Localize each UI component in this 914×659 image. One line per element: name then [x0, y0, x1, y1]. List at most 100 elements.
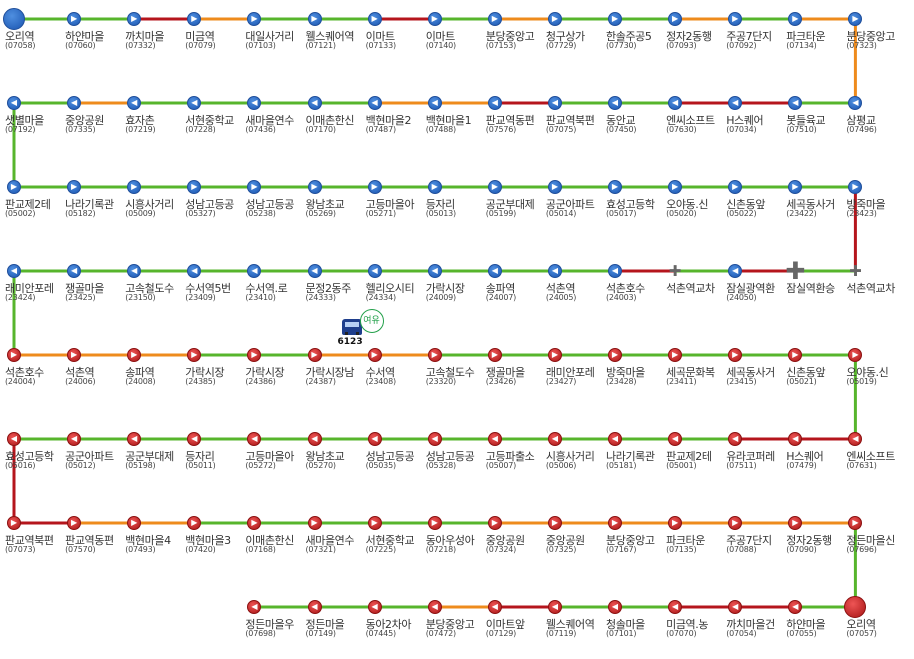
- stop-name[interactable]: 분당중앙고: [425, 618, 475, 631]
- stop-name[interactable]: 송파역: [125, 366, 155, 379]
- stop-arrow-right-icon[interactable]: ▶: [668, 12, 683, 26]
- stop-arrow-right-icon[interactable]: ▶: [307, 348, 322, 362]
- stop-arrow-right-icon[interactable]: ▶: [547, 516, 562, 530]
- stop-name[interactable]: 공군아파트: [545, 198, 595, 211]
- stop-arrow-left-icon[interactable]: ◀: [247, 264, 262, 278]
- stop-name[interactable]: 동아우성아: [425, 534, 475, 547]
- stop-name[interactable]: 동안교: [606, 114, 636, 127]
- stop-arrow-right-icon[interactable]: ▶: [848, 516, 863, 530]
- stop-arrow-left-icon[interactable]: ◀: [728, 600, 743, 614]
- stop-name[interactable]: 세곡동사거: [726, 366, 775, 379]
- stop-arrow-right-icon[interactable]: ▶: [487, 12, 502, 26]
- stop-arrow-right-icon[interactable]: ▶: [367, 180, 382, 194]
- stop-arrow-left-icon[interactable]: ◀: [608, 600, 622, 614]
- stop-name[interactable]: 방죽마을: [606, 366, 645, 379]
- stop-name[interactable]: 공군아파트: [65, 450, 114, 463]
- stop-arrow-left-icon[interactable]: ◀: [247, 432, 262, 446]
- stop-name[interactable]: 미금역: [185, 30, 215, 43]
- stop-name[interactable]: 삼평교: [846, 114, 876, 127]
- stop-arrow-left-icon[interactable]: ◀: [367, 600, 382, 614]
- stop-name[interactable]: 시흥사거리: [545, 450, 595, 463]
- stop-name[interactable]: 공군부대제: [125, 450, 174, 463]
- transfer-icon[interactable]: ✚: [849, 262, 862, 280]
- stop-name[interactable]: 주공7단지: [726, 30, 772, 43]
- stop-arrow-left-icon[interactable]: ◀: [788, 96, 803, 110]
- stop-arrow-right-icon[interactable]: ▶: [608, 12, 622, 26]
- stop-arrow-left-icon[interactable]: ◀: [7, 432, 21, 446]
- stop-name[interactable]: 래미안포레: [5, 282, 54, 295]
- stop-arrow-left-icon[interactable]: ◀: [7, 264, 21, 278]
- stop-arrow-left-icon[interactable]: ◀: [547, 264, 562, 278]
- stop-arrow-left-icon[interactable]: ◀: [367, 264, 382, 278]
- stop-arrow-left-icon[interactable]: ◀: [187, 96, 202, 110]
- stop-arrow-right-icon[interactable]: ▶: [668, 348, 683, 362]
- stop-name[interactable]: 가락시장: [245, 366, 285, 379]
- stop-arrow-right-icon[interactable]: ▶: [7, 348, 21, 362]
- stop-arrow-right-icon[interactable]: ▶: [487, 516, 502, 530]
- transfer-icon[interactable]: ✚: [668, 262, 682, 280]
- stop-arrow-left-icon[interactable]: ◀: [427, 264, 442, 278]
- stop-name[interactable]: 헬리오시티: [365, 282, 415, 295]
- stop-name[interactable]: 까치마을: [125, 30, 165, 43]
- stop-name[interactable]: 시흥사거리: [125, 198, 174, 211]
- stop-name[interactable]: 한솔주공5: [606, 30, 652, 43]
- stop-name[interactable]: 수서역.로: [245, 282, 288, 295]
- stop-arrow-left-icon[interactable]: ◀: [728, 96, 743, 110]
- stop-name[interactable]: 판교역북편: [5, 534, 54, 547]
- stop-name[interactable]: 이마트앞: [485, 618, 525, 631]
- stop-name[interactable]: 청구상가: [545, 30, 585, 43]
- stop-name[interactable]: 공군부대제: [485, 198, 535, 211]
- stop-name[interactable]: 고등파출소: [485, 450, 535, 463]
- stop-arrow-right-icon[interactable]: ▶: [848, 180, 863, 194]
- stop-name[interactable]: 방죽마을: [846, 198, 886, 211]
- stop-arrow-left-icon[interactable]: ◀: [547, 96, 562, 110]
- stop-name[interactable]: 석촌역: [545, 282, 576, 295]
- stop-name[interactable]: 서현중학교: [185, 114, 234, 127]
- stop-name[interactable]: 까치마을건: [726, 618, 775, 631]
- stop-name[interactable]: 쟁골마을: [65, 282, 104, 295]
- stop-arrow-left-icon[interactable]: ◀: [427, 600, 442, 614]
- stop-arrow-left-icon[interactable]: ◀: [67, 432, 82, 446]
- stop-arrow-right-icon[interactable]: ▶: [187, 12, 202, 26]
- stop-name[interactable]: 봇들육교: [786, 114, 826, 127]
- stop-name[interactable]: 주공7단지: [726, 534, 772, 547]
- stop-name[interactable]: 수서역5번: [185, 282, 231, 295]
- stop-name[interactable]: 신촌동앞: [786, 366, 826, 379]
- stop-name[interactable]: 세곡동사거: [786, 198, 835, 211]
- stop-arrow-right-icon[interactable]: ▶: [728, 348, 743, 362]
- stop-arrow-left-icon[interactable]: ◀: [307, 600, 322, 614]
- stop-name[interactable]: 백현마을4: [125, 534, 171, 547]
- stop-name[interactable]: H스퀘어: [726, 114, 764, 127]
- stop-name[interactable]: 중앙공원: [485, 534, 525, 547]
- stop-name[interactable]: 분당중앙고: [846, 30, 895, 43]
- stop-arrow-right-icon[interactable]: ▶: [608, 516, 622, 530]
- stop-arrow-left-icon[interactable]: ◀: [187, 432, 202, 446]
- stop-name[interactable]: 고등마을아: [365, 198, 415, 211]
- stop-name[interactable]: 효성고등학: [5, 450, 54, 463]
- stop-name[interactable]: 이매촌한신: [305, 114, 355, 127]
- stop-name[interactable]: 정든마을우: [245, 618, 294, 631]
- stop-name[interactable]: 판교역동편: [65, 534, 114, 547]
- stop-arrow-left-icon[interactable]: ◀: [427, 96, 442, 110]
- stop-arrow-right-icon[interactable]: ▶: [67, 12, 82, 26]
- stop-name[interactable]: 대일사거리: [245, 30, 294, 43]
- stop-arrow-left-icon[interactable]: ◀: [67, 96, 82, 110]
- stop-name[interactable]: 문정2동주: [305, 282, 352, 295]
- transfer-icon[interactable]: ✚: [785, 257, 806, 285]
- stop-name[interactable]: 이매촌한신: [245, 534, 294, 547]
- stop-arrow-right-icon[interactable]: ▶: [728, 12, 743, 26]
- stop-name[interactable]: 성남고등공: [425, 450, 475, 463]
- stop-name[interactable]: 왕남초교: [305, 450, 345, 463]
- stop-arrow-left-icon[interactable]: ◀: [668, 600, 683, 614]
- stop-arrow-right-icon[interactable]: ▶: [547, 12, 562, 26]
- stop-name[interactable]: 석촌호수: [5, 366, 44, 379]
- stop-arrow-right-icon[interactable]: ▶: [307, 180, 322, 194]
- stop-arrow-right-icon[interactable]: ▶: [427, 516, 442, 530]
- stop-name[interactable]: 백현마을3: [185, 534, 231, 547]
- stop-name[interactable]: 백현마을2: [365, 114, 412, 127]
- stop-name[interactable]: 정든마을: [305, 618, 345, 631]
- stop-name[interactable]: 효성고등학: [606, 198, 655, 211]
- stop-arrow-right-icon[interactable]: ▶: [247, 180, 262, 194]
- stop-name[interactable]: 등자리: [425, 198, 456, 211]
- stop-arrow-left-icon[interactable]: ◀: [187, 264, 202, 278]
